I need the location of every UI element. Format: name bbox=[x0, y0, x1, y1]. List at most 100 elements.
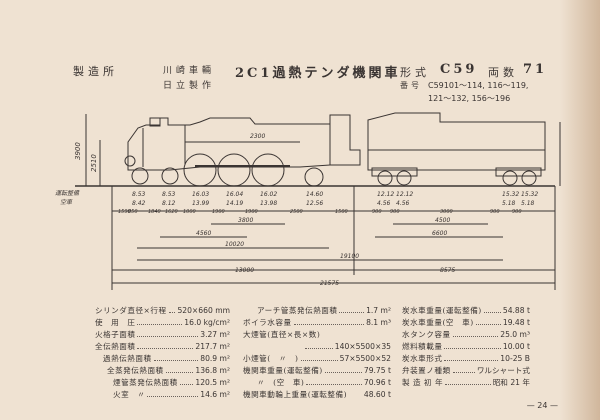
dim-21575: 21575 bbox=[320, 280, 339, 287]
spec-label: シリンダ直径×行程 bbox=[95, 306, 167, 315]
spec-label: 火格子面積 bbox=[95, 330, 136, 339]
dim-4560: 4560 bbox=[196, 230, 211, 237]
axle-load-value: 5.18 bbox=[502, 200, 516, 207]
spec-value: 19.48 t bbox=[502, 318, 530, 327]
axle-load-value: 12.56 bbox=[306, 200, 323, 207]
axle-load-value: 15.32 bbox=[502, 191, 519, 198]
axle-loads: 8.538.428.538.1216.0313.9916.0414.1916.0… bbox=[132, 191, 538, 207]
spec-value: 140×5500×35 bbox=[334, 342, 391, 351]
count-value: 71 bbox=[523, 62, 548, 77]
maker-hitachi: 日立製作 bbox=[163, 81, 216, 91]
spec-value: 520×660 mm bbox=[177, 306, 230, 315]
maker-kawasaki: 川崎車輛 bbox=[163, 66, 216, 76]
spec-label: 過熱伝熱面積 bbox=[103, 354, 152, 363]
tender-outline bbox=[367, 112, 546, 171]
spec-value: 1.7 m² bbox=[366, 306, 391, 315]
axle-spacing: 900 bbox=[490, 209, 500, 215]
spec-label: 火室 〃 bbox=[113, 390, 146, 399]
spec-label: 炭水車重量(運転整備) bbox=[402, 306, 482, 315]
boiler-length: 2300 bbox=[250, 133, 265, 140]
spec-label: 小煙管( 〃 ) bbox=[243, 354, 299, 363]
axle-load-value: 16.04 bbox=[226, 191, 243, 198]
axle-spacing: 850 bbox=[128, 209, 138, 215]
spec-value: 8.1 m³ bbox=[366, 318, 391, 327]
axle-spacing: 1000 bbox=[183, 209, 196, 215]
spec-row: 火室 〃 14.6 m² bbox=[95, 389, 230, 401]
spec-row: 製 造 初 年昭和 21 年 bbox=[402, 377, 530, 389]
spec-row: 炭水車重量(空 車)19.48 t bbox=[402, 317, 530, 329]
spec-label: 弁装置ノ種類 bbox=[402, 366, 451, 375]
spec-value: 10.00 t bbox=[502, 342, 530, 351]
spec-value: 16.0 kg/cm² bbox=[184, 318, 230, 327]
axle-load-value: 13.99 bbox=[192, 200, 209, 207]
spec-value: 54.88 t bbox=[502, 306, 530, 315]
spec-row: 火格子面積 3.27 m² bbox=[95, 329, 230, 341]
spec-label: 全伝熱面積 bbox=[95, 342, 136, 351]
spec-value: 3.27 m² bbox=[200, 330, 230, 339]
axle-spacing: 1900 bbox=[212, 209, 225, 215]
page-edge-shadow bbox=[560, 0, 600, 420]
axle-load-label-working: 運転整備 bbox=[55, 189, 80, 197]
maker-label: 製造所 bbox=[73, 65, 118, 78]
axle-load-value: 13.98 bbox=[260, 200, 277, 207]
axle-load-value: 12.12 bbox=[377, 191, 394, 198]
spec-row: 小煙管( 〃 ) 57×5500×52 bbox=[243, 353, 391, 365]
axle-load-value: 12.12 bbox=[396, 191, 413, 198]
spec-value: 57×5500×52 bbox=[339, 354, 391, 363]
axle-load-value: 15.32 bbox=[521, 191, 538, 198]
numbers-line2: 121〜132, 156〜196 bbox=[428, 94, 511, 103]
axle-load-value: 4.56 bbox=[377, 200, 391, 207]
type-label: 形式 bbox=[400, 66, 430, 79]
height-2510: 2510 bbox=[90, 154, 98, 172]
spec-label: 機関車重量(運転整備) bbox=[243, 366, 323, 375]
spec-value: 217.7 m² bbox=[195, 342, 230, 351]
spec-label: 機関車動輪上重量(運転整備) bbox=[243, 390, 348, 399]
spec-row: 弁装置ノ種類 ワルシャート式 bbox=[402, 365, 530, 377]
spec-row: 機関車動輪上重量(運転整備)48.60 t bbox=[243, 389, 391, 401]
spec-row: アーチ管蒸発伝熱面積 1.7 m² bbox=[243, 305, 391, 317]
spec-value: 昭和 21 年 bbox=[492, 378, 530, 387]
axle-load-value: 16.03 bbox=[192, 191, 209, 198]
axle-spacing: 1900 bbox=[245, 209, 258, 215]
axle-load-value: 16.02 bbox=[260, 191, 277, 198]
number-label: 番号 bbox=[400, 81, 422, 90]
spec-value: 25.0 m³ bbox=[500, 330, 530, 339]
locomotive-outline bbox=[127, 114, 361, 171]
axle-spacing: 1500 bbox=[335, 209, 348, 215]
axle-spacing: 2500 bbox=[290, 209, 303, 215]
dim-19100: 19100 bbox=[340, 253, 359, 260]
type-value: C59 bbox=[440, 62, 478, 77]
axle-load-value: 8.42 bbox=[132, 200, 146, 207]
axle-spacing: 900 bbox=[390, 209, 400, 215]
numbers-line1: C59101〜114, 116〜119, bbox=[428, 81, 529, 90]
spec-value: 14.6 m² bbox=[200, 390, 230, 399]
dim-8575: 8575 bbox=[440, 267, 455, 274]
page-number: — 24 — bbox=[526, 401, 558, 410]
spec-value: 10-25 B bbox=[500, 354, 530, 363]
dim-3800: 3800 bbox=[238, 217, 253, 224]
spec-label: 全蒸発伝熱面積 bbox=[107, 366, 164, 375]
axle-load-value: 4.56 bbox=[396, 200, 410, 207]
spec-row: 燃料積載量 10.00 t bbox=[402, 341, 530, 353]
spec-label: 燃料積載量 bbox=[402, 342, 443, 351]
spec-label: 煙管蒸発伝熱面積 bbox=[113, 378, 178, 387]
page-title: 2C1過熱テンダ機関車 bbox=[235, 66, 401, 81]
spec-value: 70.96 t bbox=[363, 378, 391, 387]
axle-load-value: 8.12 bbox=[162, 200, 176, 207]
spec-value: ワルシャート式 bbox=[476, 366, 530, 375]
locomotive-diagram: 3900 2510 2300 運転整備 空車 8.538.428.538.121… bbox=[55, 112, 561, 290]
spec-label: 大煙管(直径×長×数) bbox=[243, 330, 321, 339]
spec-label: ボイラ水容量 bbox=[243, 318, 292, 327]
count-label: 両数 bbox=[488, 66, 518, 79]
axle-load-label-empty: 空車 bbox=[60, 198, 73, 206]
spec-row: 機関車重量(運転整備)79.75 t bbox=[243, 365, 391, 377]
axle-spacing: 900 bbox=[372, 209, 382, 215]
dim-10020: 10020 bbox=[225, 241, 244, 248]
spec-label: アーチ管蒸発伝熱面積 bbox=[257, 306, 338, 315]
axle-load-value: 14.60 bbox=[306, 191, 323, 198]
spec-row: 大煙管(直径×長×数) bbox=[243, 329, 391, 341]
